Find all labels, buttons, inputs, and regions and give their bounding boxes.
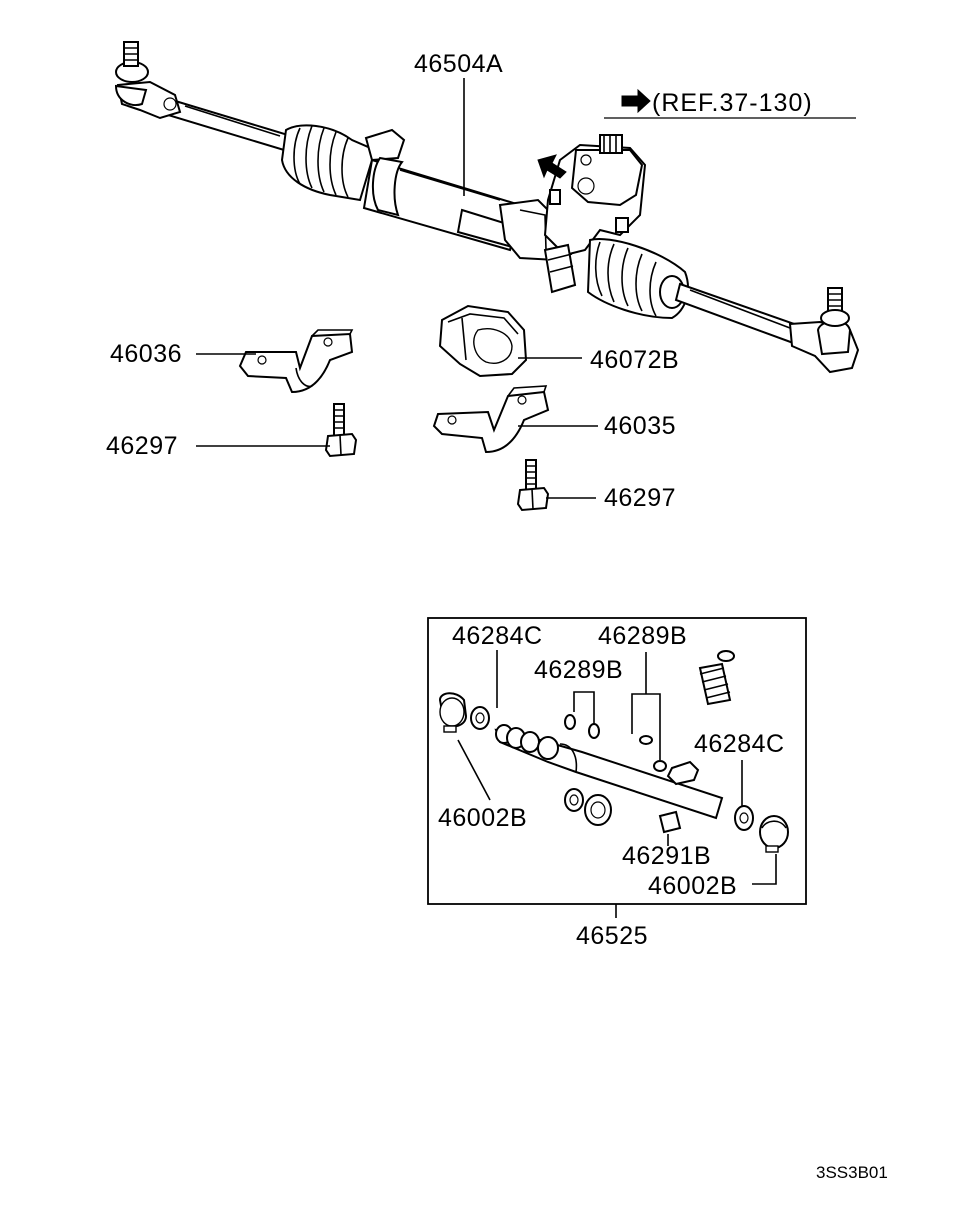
label-kit-seal-top-left: 46284C — [452, 622, 543, 650]
label-kit-clamp-right: 46002B — [648, 872, 737, 900]
leader-lines — [196, 78, 856, 885]
right-arrow-icon — [621, 88, 651, 114]
bolt-left-drawing — [324, 403, 358, 458]
bracket-right-drawing — [432, 385, 550, 454]
label-bracket-left: 46036 — [110, 340, 182, 368]
label-kit-oring-right: 46289B — [598, 622, 687, 650]
repair-kit-box — [427, 617, 807, 918]
steering-rack-drawing — [114, 41, 860, 374]
label-kit-seal-right: 46284C — [694, 730, 785, 758]
label-repair-kit: 46525 — [576, 922, 648, 950]
label-grommet: 46072B — [590, 346, 679, 374]
diagram-code: 3SS3B01 — [816, 1163, 888, 1182]
reference-text: (REF.37-130) — [652, 89, 813, 117]
label-kit-bush: 46291B — [622, 842, 711, 870]
label-kit-oring-left: 46289B — [534, 656, 623, 684]
label-gear-assembly: 46504A — [414, 50, 503, 78]
bracket-left-drawing — [238, 329, 354, 394]
grommet-drawing — [438, 304, 528, 378]
label-bolt-left: 46297 — [106, 432, 178, 460]
label-bracket-right: 46035 — [604, 412, 676, 440]
reference-note: (REF.37-130) — [621, 88, 813, 117]
repair-kit-parts-drawing — [438, 650, 789, 853]
label-kit-clamp-left: 46002B — [438, 804, 527, 832]
bolt-right-drawing — [516, 459, 550, 512]
label-bolt-right: 46297 — [604, 484, 676, 512]
